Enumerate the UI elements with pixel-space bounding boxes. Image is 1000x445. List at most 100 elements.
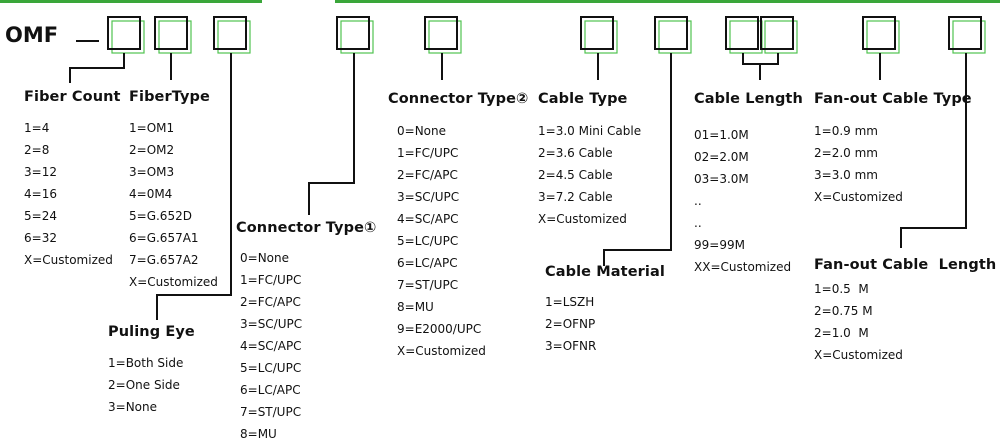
pulling-eye-options: 1=Both Side 2=One Side 3=None (108, 352, 183, 418)
option-item: 2=FC/APC (240, 295, 301, 309)
option-item: 7=ST/UPC (240, 405, 302, 419)
option-item: XX=Customized (694, 260, 792, 274)
connector-lines (69, 40, 967, 320)
option-item: 0=None (240, 251, 289, 265)
option-item: 2=0.75 M (814, 304, 873, 318)
option-item: 1=LSZH (545, 295, 595, 309)
code-box-shadow (158, 20, 192, 54)
option-item: 0=None (397, 124, 446, 138)
option-item: 5=LC/UPC (397, 234, 459, 248)
fiber-type-title: FiberType (129, 89, 210, 105)
cable-length-title: Cable Length (694, 91, 803, 107)
top-rule-right (335, 0, 1000, 3)
option-item: 3=SC/UPC (397, 190, 460, 204)
code-box-shadow (111, 20, 145, 54)
code-box (154, 16, 188, 50)
option-item: 1=3.0 Mini Cable (538, 124, 642, 138)
cable-material-title: Cable Material (545, 264, 665, 280)
line-pulling-eye (156, 53, 232, 320)
cable-material-options: 1=LSZH 2=OFNP 3=OFNR (545, 291, 596, 357)
option-item: X=Customized (129, 275, 218, 289)
option-item: 3=SC/UPC (240, 317, 303, 331)
option-item: 3=None (108, 400, 157, 414)
option-item: 3=OFNR (545, 339, 597, 353)
option-item: 5=24 (24, 209, 57, 223)
code-box-shadow (217, 20, 251, 54)
option-item: 99=99M (694, 238, 745, 252)
option-item: 1=0.5 M (814, 282, 869, 296)
option-item: 4=SC/APC (240, 339, 302, 353)
connector-type-2-title: Connector Type② (388, 91, 529, 107)
code-box-shadow (764, 20, 798, 54)
code-boxes (107, 16, 986, 54)
option-item: X=Customized (814, 348, 903, 362)
option-item: 2=OFNP (545, 317, 596, 331)
model-prefix: OMF (5, 23, 59, 47)
option-item: .. (694, 194, 702, 208)
option-item: 7=ST/UPC (397, 278, 459, 292)
option-item: 2=One Side (108, 378, 180, 392)
option-item: 5=G.652D (129, 209, 192, 223)
option-item: 2=2.0 mm (814, 146, 878, 160)
option-item: 4=0M4 (129, 187, 173, 201)
code-box (948, 16, 982, 50)
option-item: 01=1.0M (694, 128, 749, 142)
option-item: 4=16 (24, 187, 57, 201)
fiber-count-title: Fiber Count (24, 89, 121, 105)
code-box-shadow (428, 20, 462, 54)
option-item: 2=3.6 Cable (538, 146, 613, 160)
code-box-shadow (340, 20, 374, 54)
code-box (336, 16, 370, 50)
option-item: 2=4.5 Cable (538, 168, 613, 182)
line-connector-1 (308, 53, 355, 215)
option-item: 02=2.0M (694, 150, 749, 164)
code-box-shadow (658, 20, 692, 54)
code-box-shadow (866, 20, 900, 54)
pulling-eye-title: Puling Eye (108, 324, 195, 340)
connector-type-1-title: Connector Type① (236, 220, 377, 236)
option-item: 3=OM3 (129, 165, 175, 179)
code-box (213, 16, 247, 50)
option-item: 3=7.2 Cable (538, 190, 613, 204)
option-item: 6=LC/APC (240, 383, 301, 397)
option-item: 1=Both Side (108, 356, 184, 370)
option-item: 1=FC/UPC (240, 273, 302, 287)
option-item: 1=4 (24, 121, 50, 135)
option-item: 9=E2000/UPC (397, 322, 482, 336)
option-item: 3=3.0 mm (814, 168, 878, 182)
fanout-cable-length-options: 1=0.5 M 2=0.75 M 2=1.0 M X=Customized (814, 278, 903, 366)
option-item: .. (694, 216, 702, 230)
cable-type-options: 1=3.0 Mini Cable 2=3.6 Cable 2=4.5 Cable 3=… (538, 120, 641, 230)
option-item: X=Customized (24, 253, 113, 267)
line-cable-material (603, 53, 672, 266)
option-item: 1=FC/UPC (397, 146, 459, 160)
code-box (654, 16, 688, 50)
cable-type-title: Cable Type (538, 91, 628, 107)
line-fiber-count (69, 53, 125, 83)
connector-type-1-options: 0=None 1=FC/UPC 2=FC/APC 3=SC/UPC 4=SC/APC 5=… (240, 247, 302, 445)
option-item: 2=8 (24, 143, 50, 157)
option-item: X=Customized (538, 212, 627, 226)
line-fanout-length (900, 53, 967, 248)
code-box (580, 16, 614, 50)
option-item: X=Customized (397, 344, 486, 358)
option-item: 8=MU (240, 427, 277, 441)
fanout-cable-length-title: Fan-out Cable Length (814, 257, 997, 273)
code-box (725, 16, 759, 50)
option-item: 6=LC/APC (397, 256, 458, 270)
code-box (760, 16, 794, 50)
option-item: 1=OM1 (129, 121, 175, 135)
code-box-shadow (584, 20, 618, 54)
option-item: 5=LC/UPC (240, 361, 302, 375)
option-item: 2=1.0 M (814, 326, 869, 340)
option-item: X=Customized (814, 190, 903, 204)
option-item: 8=MU (397, 300, 434, 314)
code-box (107, 16, 141, 50)
option-item: 4=SC/APC (397, 212, 459, 226)
code-box (862, 16, 896, 50)
